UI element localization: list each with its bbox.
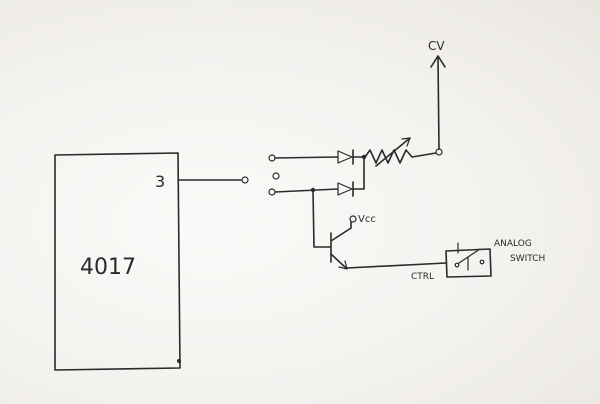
- switch-label-line2: SWITCH: [510, 254, 545, 264]
- top-branch-wire: [274, 156, 339, 159]
- analog-switch: [445, 242, 492, 278]
- bottom-branch-wire: [274, 188, 339, 193]
- pin3-terminal: [241, 176, 249, 184]
- diode-bottom: [337, 181, 354, 197]
- vcc-label: Vcc: [358, 214, 376, 225]
- ic-4017-body: [54, 152, 181, 371]
- terminal-top: [268, 154, 276, 162]
- switch-label-line1: ANALOG: [494, 239, 532, 249]
- vcc-terminal: [349, 215, 357, 223]
- diode-top: [337, 149, 354, 165]
- npn-transistor: [330, 227, 352, 270]
- base-wire: [312, 189, 331, 248]
- terminal-middle: [272, 172, 280, 180]
- variable-resistor-arrow-line: [375, 137, 411, 167]
- cv-terminal: [435, 148, 443, 156]
- variable-resistor: [364, 149, 437, 164]
- ic-corner-dot: [177, 359, 181, 363]
- ctrl-label: CTRL: [411, 272, 434, 282]
- cv-arrowhead: [430, 55, 446, 68]
- ctrl-wire: [346, 262, 447, 269]
- pin-label: 3: [155, 172, 165, 191]
- ic-label: 4017: [80, 255, 136, 280]
- variable-resistor-arrowhead: [401, 137, 411, 147]
- diode-bottom-join-wire: [352, 156, 365, 190]
- cv-wire: [437, 56, 440, 150]
- terminal-bottom: [268, 188, 276, 196]
- cv-label: CV: [428, 39, 445, 53]
